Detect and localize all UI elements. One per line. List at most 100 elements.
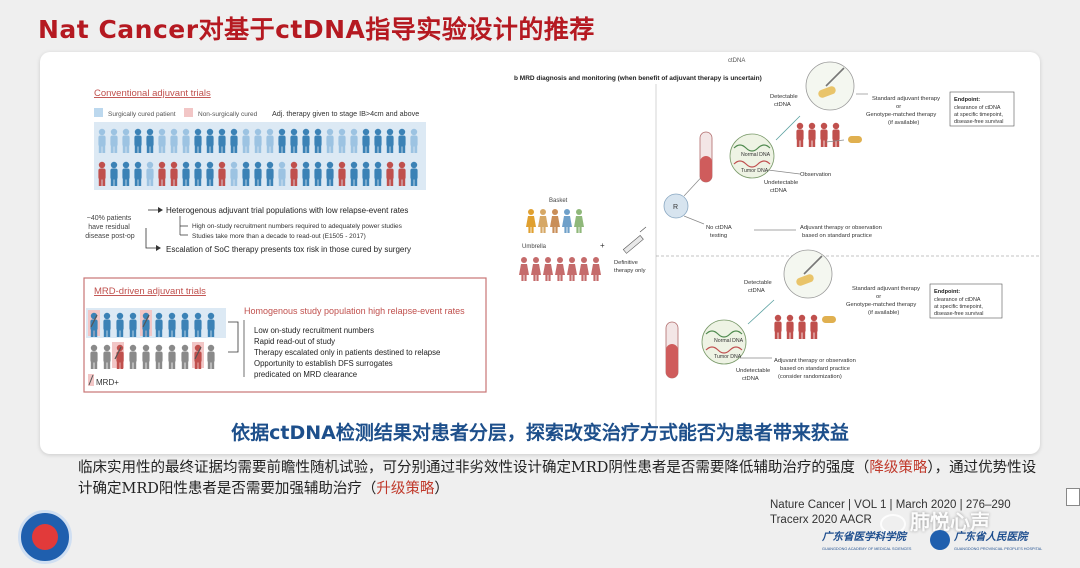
svg-text:MRD+: MRD+: [96, 378, 119, 387]
lower-genotype: Genotype-matched therapy: [846, 302, 916, 308]
therapy-only-label: therapy only: [614, 268, 646, 274]
upper-detect-arrow: [775, 115, 801, 141]
upper-small-pill: [848, 136, 862, 143]
lower-small-pill: [822, 316, 836, 323]
body-part1: 临床实用性的最终证据均需要前瞻性随机试验，可分别通过非劣效性设计确定MRD阴性患…: [78, 460, 870, 476]
lower-endpoint: Endpoint:: [934, 289, 960, 295]
upper-undetectable: Undetectable: [764, 180, 798, 186]
lower-if-avail: (if available): [868, 310, 899, 316]
figure-card: Conventional adjuvant trials Surgically …: [40, 52, 1040, 454]
basket-group: [526, 209, 584, 233]
upper-pill-arrow: [825, 139, 845, 143]
lower-detectable: Detectable: [744, 280, 772, 286]
upper-pill: [818, 86, 836, 98]
lower-adj-or-obs: Adjuvant therapy or observation: [774, 358, 856, 364]
upper-undetect-arrow: [767, 169, 801, 175]
arrowhead-escalation: [156, 245, 161, 251]
inst1-name: 广东省医学科学院: [821, 530, 908, 543]
upper-detectable: Detectable: [770, 94, 798, 100]
upper-syringe: [825, 67, 845, 87]
escalation-text: Escalation of SoC therapy presents tox r…: [166, 245, 411, 254]
panel-b-title: b MRD diagnosis and monitoring (when ben…: [514, 75, 762, 82]
upper-endpoint-box: [949, 91, 1015, 127]
mrd-list: Low on-study recruitment numbers Rapid r…: [254, 326, 440, 379]
mrd-bracket: [228, 321, 239, 353]
syringe-left: [622, 226, 647, 254]
lower-therapy-circle: [783, 249, 833, 299]
upper-genotype: Genotype-matched therapy: [866, 112, 936, 118]
wechat-icon: [880, 513, 906, 534]
lower-tumor-dna: Tumor DNA: [714, 354, 742, 360]
body-part3: ）: [434, 481, 449, 497]
r-arrow-down: [683, 215, 705, 225]
adj-or-obs-label: Adjuvant therapy or observation: [800, 225, 882, 231]
hetero-text: Heterogenous adjuvant trial populations …: [166, 206, 408, 215]
upper-therapy-circle: [805, 61, 855, 111]
lower-std-adj: Standard adjuvant therapy: [852, 286, 920, 292]
umbrella-group: [519, 257, 601, 281]
inst2-logo-icon: [930, 530, 950, 550]
lower-or: or: [876, 294, 881, 300]
side-scroll-icon[interactable]: [1066, 488, 1080, 506]
upper-normal-dna: Normal DNA: [741, 152, 771, 158]
ref-line2: Tracerx 2020 AACR: [770, 514, 872, 526]
top-ctdna: ctDNA: [728, 58, 745, 64]
institution-logos: 广东省医学科学院 GUANGDONG ACADEMY OF MEDICAL SC…: [821, 530, 1042, 551]
legend-swatch-blue: [94, 108, 103, 117]
lower-based-std: based on standard practice: [780, 366, 850, 372]
svg-text:Rapid read-out of study: Rapid read-out of study: [254, 337, 335, 346]
basket-label: Basket: [549, 198, 568, 204]
upper-endpoint-l1: clearance of ctDNA: [954, 105, 1001, 111]
conv-title: Conventional adjuvant trials: [94, 88, 211, 99]
based-std-label: based on standard practice: [802, 233, 872, 239]
umbrella-label: Umbrella: [522, 244, 547, 250]
svg-text:predicated on MRD clearance: predicated on MRD clearance: [254, 370, 357, 379]
left-logo-icon: [18, 510, 72, 564]
upper-if-avail: (if available): [888, 120, 919, 126]
arrowhead-hetero: [158, 207, 163, 213]
upper-tumor-dna: Tumor DNA: [741, 168, 769, 174]
lower-consider-rand: (consider randomization): [778, 374, 842, 380]
lower-detect-arrow: [747, 299, 775, 325]
body-text: 临床实用性的最终证据均需要前瞻性随机试验，可分别通过非劣效性设计确定MRD阴性患…: [78, 458, 1038, 500]
mrd-plus-legend: MRD+: [88, 374, 119, 387]
inst2-en: GUANGDONG PROVINCIAL PEOPLE'S HOSPITAL: [954, 547, 1042, 551]
homog-text: Homogenous study population high relapse…: [244, 306, 465, 316]
lower-syringe: [803, 255, 823, 275]
upper-dna-normal: [733, 144, 771, 152]
residual-note: ~40% patients have residual disease post…: [85, 215, 135, 240]
upper-or: or: [896, 104, 901, 110]
mrd-title: MRD-driven adjuvant trials: [94, 286, 206, 297]
svg-text:Opportunity to establish DFS s: Opportunity to establish DFS surrogates: [254, 359, 393, 368]
testing-label: testing: [710, 233, 727, 239]
mrd-crowd: [88, 310, 215, 369]
no-ctdna-label: No ctDNA: [706, 225, 732, 231]
banner-text: 依据ctDNA检测结果对患者分层，探索改变治疗方式能否为患者带来获益: [231, 422, 849, 444]
legend-swatch-red: [184, 108, 193, 117]
legend-adj: Adj. therapy given to stage IB>4cm and a…: [272, 109, 419, 118]
legend-nonsurgical: Non-surgically cured: [198, 111, 258, 118]
hetero-b2: Studies take more than a decade to read-…: [192, 233, 366, 240]
left-logo-inner: [32, 524, 58, 550]
svg-text:Low on-study recruitment numbe: Low on-study recruitment numbers: [254, 326, 374, 335]
wechat-label: 肺悦心声: [910, 510, 990, 534]
lower-endpoint-l1: clearance of ctDNA: [934, 297, 981, 303]
lower-dna-tumor: [705, 346, 743, 354]
upper-std-adj: Standard adjuvant therapy: [872, 96, 940, 102]
upper-endpoint-l3: disease-free survival: [954, 119, 1003, 125]
legend-surgical: Surgically cured patient: [108, 111, 176, 118]
lower-endpoint-box: [929, 283, 1003, 319]
upper-observation: Observation: [800, 172, 831, 178]
upper-detectable-ctdna: ctDNA: [774, 102, 791, 108]
right-panel: ctDNA b MRD diagnosis and monitoring (wh…: [514, 58, 1040, 432]
lower-undetectable: Undetectable: [736, 368, 770, 374]
upper-dna-tumor: [733, 160, 771, 168]
lower-dna-normal: [705, 330, 743, 338]
inst2-name: 广东省人民医院: [953, 530, 1030, 543]
figure: Conventional adjuvant trials Surgically …: [83, 58, 1040, 432]
body-highlight-downgrade: 降级策略: [869, 460, 928, 476]
reference: Nature Cancer | VOL 1 | March 2020 | 276…: [770, 498, 1011, 528]
wechat-watermark: 肺悦心声: [880, 506, 990, 535]
randomization-node: [663, 193, 689, 219]
